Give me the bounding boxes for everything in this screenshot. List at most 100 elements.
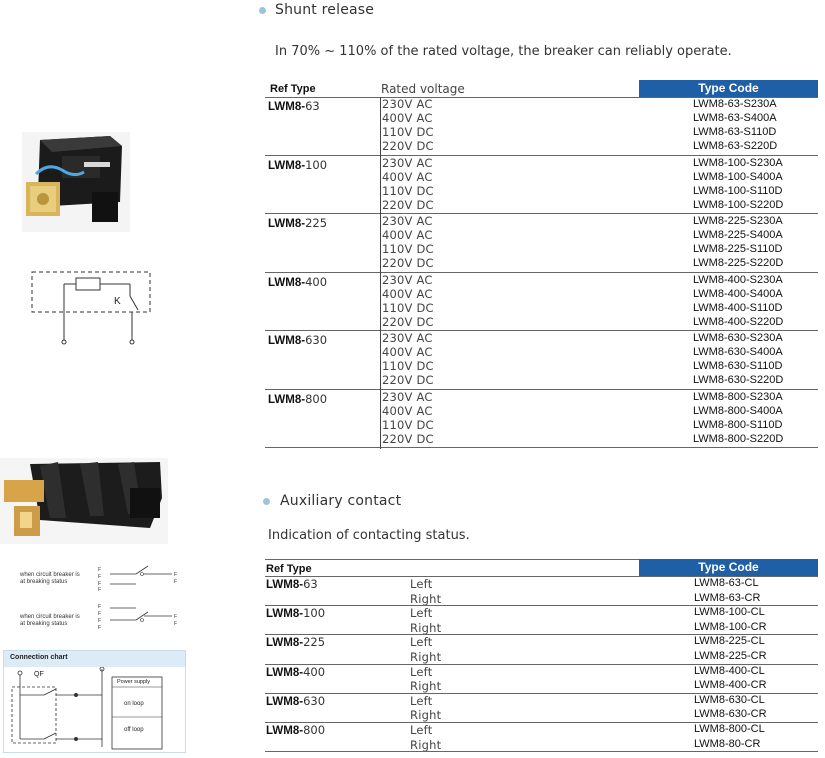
aux-ref-prefix: LWM8- bbox=[266, 695, 304, 708]
aux-side: Left bbox=[410, 723, 433, 737]
shunt-type-code: LWM8-800-S400A bbox=[693, 404, 783, 417]
aux-ref-prefix: LWM8- bbox=[266, 725, 304, 737]
aux-group-rule bbox=[265, 634, 818, 636]
aux-side: Left bbox=[410, 606, 433, 621]
connection-chart-title: Connection chart bbox=[4, 651, 185, 667]
aux-ref-prefix: LWM8- bbox=[266, 666, 304, 679]
aux-side: Right bbox=[410, 708, 442, 723]
connection-chart: Connection chart QF Power supply on loop… bbox=[3, 650, 186, 753]
svg-text:F: F bbox=[174, 614, 177, 620]
aux-type-code: LWM8-400-CR bbox=[694, 679, 767, 692]
shunt-rated-voltage: 230V AC bbox=[382, 272, 433, 287]
shunt-header-voltage: Rated voltage bbox=[381, 82, 465, 96]
shunt-ref-size: 100 bbox=[305, 157, 328, 172]
aux-type-code: LWM8-225-CL bbox=[694, 635, 765, 648]
shunt-rated-voltage: 230V AC bbox=[382, 155, 433, 170]
shunt-type-code: LWM8-100-S230A bbox=[693, 156, 783, 169]
aux-schematic-2: F F F F F F bbox=[98, 604, 177, 631]
aux-side: Right bbox=[410, 679, 442, 694]
aux-ref-type: LWM8-63 bbox=[266, 577, 318, 591]
shunt-group-rule bbox=[265, 154, 818, 156]
shunt-ref-type: LWM8-225 bbox=[268, 216, 327, 230]
aux-side: Left bbox=[410, 577, 433, 591]
aux-group-rule bbox=[265, 722, 818, 723]
aux-type-code: LWM8-400-CL bbox=[694, 664, 765, 677]
shunt-type-code: LWM8-63-S110D bbox=[693, 126, 777, 139]
aux-side: Right bbox=[410, 591, 442, 606]
aux-ref-type: LWM8-800 bbox=[266, 723, 325, 737]
aux-ref-type: LWM8-630 bbox=[266, 694, 325, 708]
aux-ref-size: 225 bbox=[303, 635, 326, 650]
shunt-rated-voltage: 110V DC bbox=[382, 242, 434, 257]
shunt-type-code: LWM8-400-S230A bbox=[693, 273, 783, 286]
aux-ref-prefix: LWM8- bbox=[266, 637, 304, 650]
shunt-type-code: LWM8-63-S400A bbox=[693, 112, 777, 125]
shunt-rated-voltage: 220V DC bbox=[382, 373, 434, 388]
shunt-ref-type: LWM8-100 bbox=[268, 158, 327, 172]
shunt-ref-type: LWM8-63 bbox=[268, 99, 320, 113]
shunt-header-ref: Ref Type bbox=[270, 83, 316, 95]
shunt-release-photo bbox=[22, 132, 130, 232]
aux-side: Left bbox=[410, 693, 433, 708]
shunt-ref-prefix: LWM8- bbox=[268, 335, 306, 347]
svg-text:F: F bbox=[174, 572, 177, 578]
shunt-rated-voltage: 220V DC bbox=[382, 197, 434, 212]
svg-text:F: F bbox=[98, 567, 101, 573]
aux-contact-photo bbox=[0, 458, 168, 544]
aux-ref-type: LWM8-100 bbox=[266, 606, 325, 620]
shunt-rated-voltage: 110V DC bbox=[382, 300, 434, 315]
aux-ref-size: 63 bbox=[303, 577, 318, 591]
aux-side: Right bbox=[410, 649, 442, 664]
aux-top-rule bbox=[265, 559, 818, 560]
shunt-switch-label: K bbox=[114, 296, 121, 307]
svg-text:F: F bbox=[98, 587, 101, 592]
shunt-type-code: LWM8-100-S400A bbox=[693, 170, 783, 183]
shunt-ref-prefix: LWM8- bbox=[268, 218, 306, 230]
shunt-rated-voltage: 220V DC bbox=[382, 139, 434, 154]
aux-type-code: LWM8-800-CL bbox=[694, 723, 765, 735]
shunt-type-code: LWM8-100-S220D bbox=[693, 198, 784, 211]
shunt-ref-type: LWM8-400 bbox=[268, 275, 327, 289]
shunt-rated-voltage: 400V AC bbox=[382, 345, 433, 360]
aux-type-code: LWM8-63-CL bbox=[694, 577, 759, 589]
aux-caption-2: when circuit breaker is at breaking stat… bbox=[20, 614, 80, 627]
shunt-ref-size: 630 bbox=[305, 333, 328, 347]
shunt-description: In 70% ~ 110% of the rated voltage, the … bbox=[275, 44, 732, 59]
shunt-group-rule bbox=[265, 388, 818, 390]
shunt-rated-voltage: 220V DC bbox=[382, 256, 434, 271]
svg-text:F: F bbox=[98, 604, 101, 610]
shunt-rated-voltage: 230V AC bbox=[382, 97, 433, 111]
aux-side: Right bbox=[410, 620, 442, 635]
shunt-type-code: LWM8-225-S110D bbox=[693, 243, 783, 256]
shunt-type-code: LWM8-800-S220D bbox=[693, 432, 784, 445]
shunt-header-typecode: Type Code bbox=[639, 80, 818, 97]
shunt-rated-voltage: 110V DC bbox=[382, 125, 434, 140]
shunt-rated-voltage: 400V AC bbox=[382, 169, 433, 184]
aux-ref-size: 400 bbox=[303, 664, 326, 679]
shunt-type-code: LWM8-800-S110D bbox=[693, 418, 783, 431]
aux-side: Left bbox=[410, 664, 433, 679]
shunt-group-rule bbox=[265, 330, 818, 331]
shunt-rated-voltage: 400V AC bbox=[382, 228, 433, 243]
shunt-type-code: LWM8-63-S230A bbox=[693, 98, 777, 110]
shunt-rated-voltage: 220V DC bbox=[382, 431, 434, 446]
aux-type-code: LWM8-80-CR bbox=[694, 737, 761, 750]
aux-type-code: LWM8-100-CL bbox=[694, 606, 765, 619]
section-bullet bbox=[263, 498, 270, 505]
aux-ref-size: 630 bbox=[303, 693, 326, 708]
shunt-ref-prefix: LWM8- bbox=[268, 393, 306, 406]
aux-side: Right bbox=[410, 737, 442, 752]
shunt-type-code: LWM8-63-S220D bbox=[693, 140, 778, 153]
aux-ref-size: 100 bbox=[303, 606, 326, 621]
shunt-header-rule bbox=[265, 97, 818, 98]
shunt-rated-voltage: 230V AC bbox=[382, 214, 433, 228]
shunt-group-rule bbox=[265, 213, 818, 214]
aux-group-rule bbox=[265, 751, 818, 753]
shunt-ref-size: 800 bbox=[305, 391, 328, 406]
shunt-rated-voltage: 400V AC bbox=[382, 403, 433, 418]
connection-chart-diagram bbox=[11, 667, 163, 750]
shunt-ref-size: 400 bbox=[305, 274, 328, 289]
svg-text:F: F bbox=[98, 574, 101, 580]
connection-qf-label: QF bbox=[34, 671, 44, 678]
aux-caption-1: when circuit breaker is at breaking stat… bbox=[20, 572, 80, 585]
